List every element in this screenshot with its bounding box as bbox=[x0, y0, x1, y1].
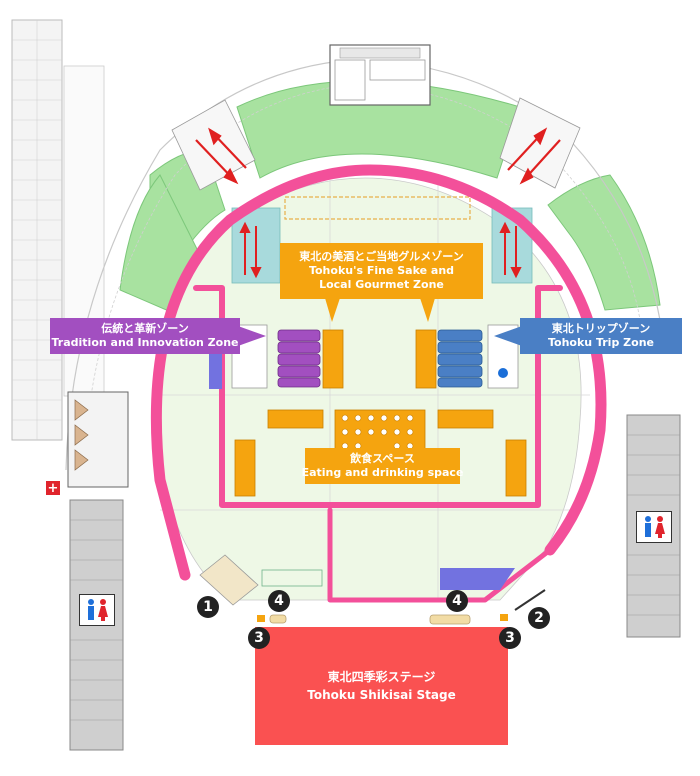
marker-2: 2 bbox=[528, 607, 550, 629]
marker-4-left: 4 bbox=[268, 590, 290, 612]
flow-arrows bbox=[195, 127, 561, 185]
restroom-icon-right bbox=[636, 511, 672, 543]
zone-tradition-en: Tradition and Innovation Zone bbox=[51, 336, 239, 349]
left-booth-items bbox=[74, 399, 89, 471]
purple-area bbox=[440, 568, 515, 590]
stage-front bbox=[429, 614, 471, 625]
zone-sake-label: 東北の美酒とご当地グルメゾーン Tohoku's Fine Sake and L… bbox=[280, 243, 483, 299]
zone-eating-label: 飲食スペース Eating and drinking space bbox=[302, 448, 463, 484]
barrier bbox=[514, 589, 546, 611]
zone-stage-ja: 東北四季彩ステージ bbox=[327, 670, 436, 684]
zone-eating-ja: 飲食スペース bbox=[350, 452, 415, 465]
tradition-booths bbox=[277, 329, 321, 388]
restroom-icon bbox=[79, 594, 115, 626]
small-orange-right bbox=[500, 614, 508, 621]
diagonal-grid bbox=[199, 554, 259, 606]
top-building bbox=[329, 44, 431, 106]
tent bbox=[284, 196, 471, 220]
restroom-figures-icon bbox=[645, 516, 665, 538]
zone-sake-ja: 東北の美酒とご当地グルメゾーン bbox=[299, 250, 464, 263]
zone-eating-en: Eating and drinking space bbox=[301, 466, 464, 479]
zone-stage-label: 東北四季彩ステージ Tohoku Shikisai Stage bbox=[255, 627, 508, 745]
sake-pointers bbox=[325, 298, 435, 322]
restroom-figures-icon bbox=[88, 599, 108, 621]
zone-stage-en: Tohoku Shikisai Stage bbox=[307, 688, 456, 702]
trip-pointer bbox=[494, 326, 522, 346]
zone-tradition-ja: 伝統と革新ゾーン bbox=[101, 322, 189, 335]
small-orange-left bbox=[257, 615, 265, 622]
zone-tradition-label: 伝統と革新ゾーン Tradition and Innovation Zone bbox=[50, 318, 240, 354]
zone-trip-en: Tohoku Trip Zone bbox=[548, 336, 654, 349]
tables bbox=[341, 414, 414, 450]
stair-arrows bbox=[239, 221, 522, 279]
marker-1: 1 bbox=[197, 596, 219, 618]
seating-rows bbox=[261, 569, 323, 587]
zone-trip-label: 東北トリップゾーン Tohoku Trip Zone bbox=[520, 318, 682, 354]
zone-trip-ja: 東北トリップゾーン bbox=[551, 322, 651, 335]
stage-front-left bbox=[269, 614, 287, 624]
marker-3-left: 3 bbox=[248, 627, 270, 649]
marker-3-right: 3 bbox=[499, 627, 521, 649]
trip-booths bbox=[437, 329, 483, 388]
tradition-pointer bbox=[238, 326, 266, 346]
marker-4-right: 4 bbox=[446, 590, 468, 612]
first-aid-icon: + bbox=[46, 480, 60, 496]
zone-sake-en2: Local Gourmet Zone bbox=[319, 278, 444, 291]
round-object bbox=[498, 368, 508, 378]
stands bbox=[65, 59, 661, 471]
left-tower bbox=[11, 19, 105, 441]
zone-sake-en1: Tohoku's Fine Sake and bbox=[308, 264, 455, 277]
walking-route bbox=[150, 164, 607, 603]
